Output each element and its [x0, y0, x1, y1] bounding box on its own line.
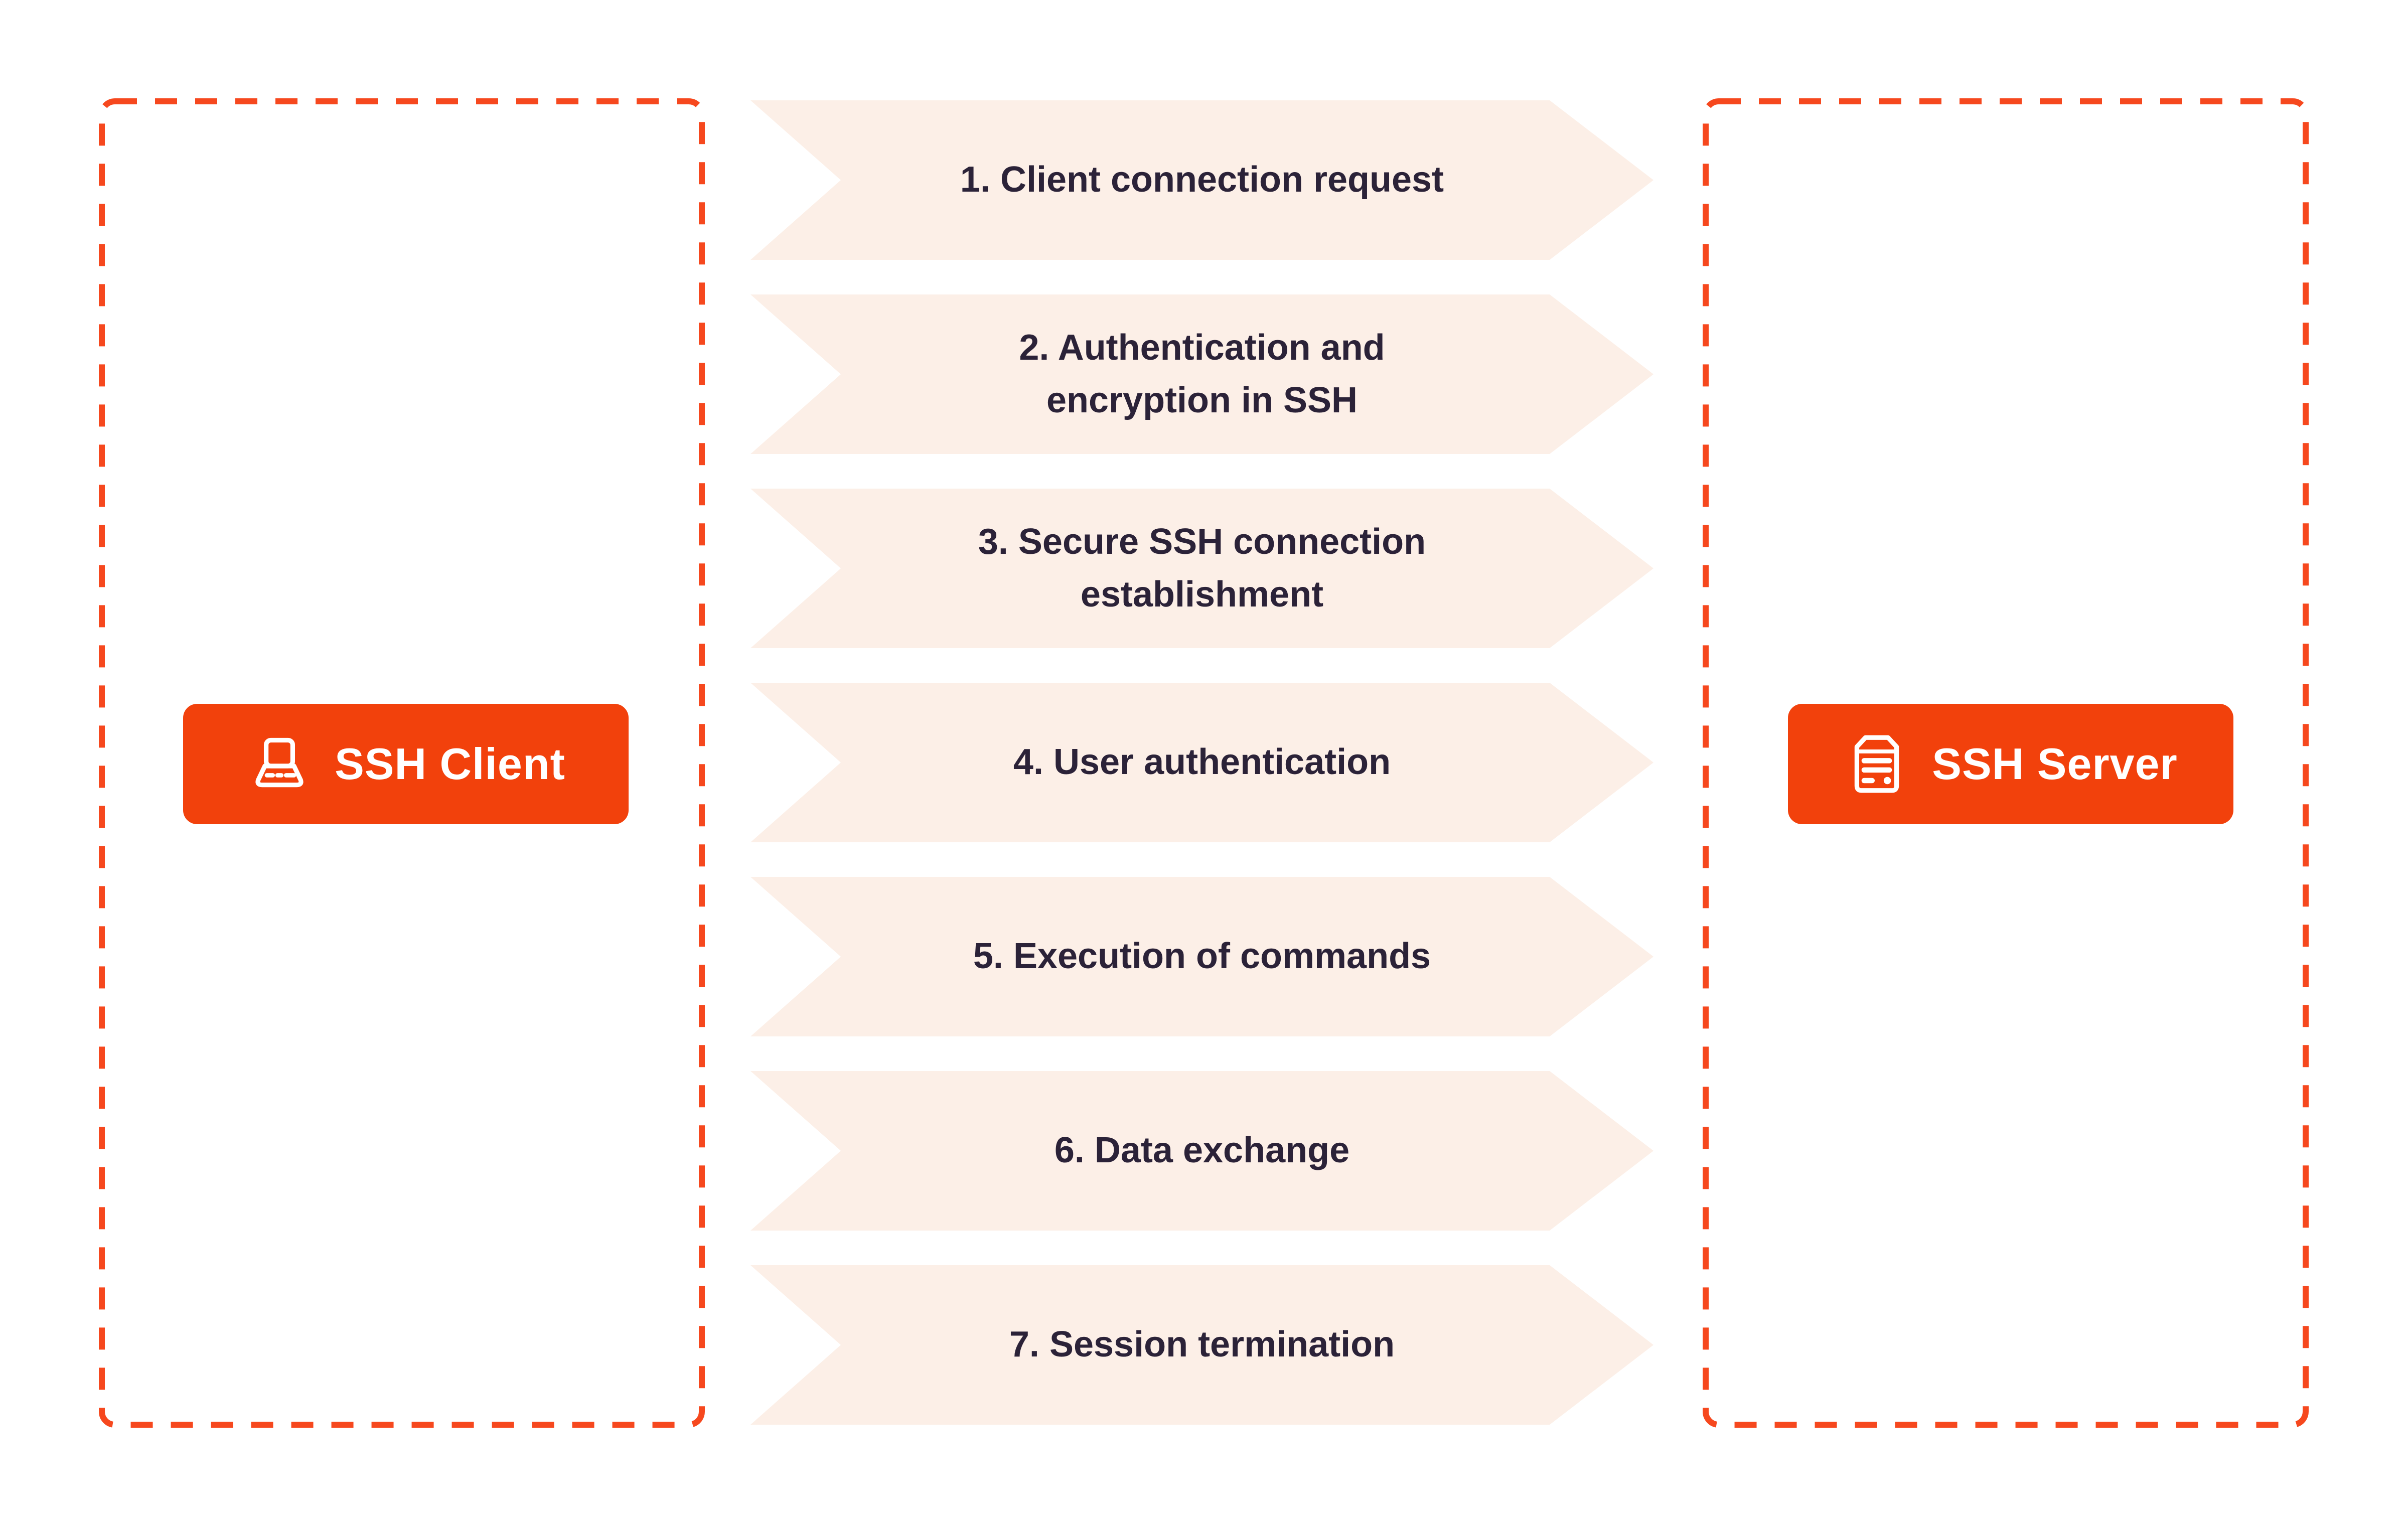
steps-column: 1. Client connection request 2. Authenti… [750, 100, 1653, 1425]
server-icon [1844, 731, 1910, 797]
step-label: 7. Session termination [1009, 1324, 1395, 1365]
step-arrow-1: 1. Client connection request [750, 100, 1653, 260]
ssh-server-panel [1703, 98, 2309, 1428]
ssh-client-button[interactable]: SSH Client [183, 704, 629, 824]
dashed-border [99, 98, 705, 1428]
step-label: 1. Client connection request [960, 160, 1444, 200]
step-arrow-5: 5. Execution of commands [750, 877, 1653, 1036]
step-arrow-3: 3. Secure SSH connection establishment [750, 489, 1653, 648]
step-label: 3. Secure SSH connection establishment [978, 521, 1426, 615]
step-arrow-7: 7. Session termination [750, 1265, 1653, 1425]
step-label: 5. Execution of commands [973, 936, 1431, 977]
dashed-border [1703, 98, 2309, 1428]
ssh-client-label: SSH Client [335, 739, 565, 789]
laptop-icon [246, 731, 313, 797]
step-arrow-4: 4. User authentication [750, 683, 1653, 842]
step-arrow-6: 6. Data exchange [750, 1071, 1653, 1231]
step-label: 4. User authentication [1013, 742, 1391, 783]
ssh-server-label: SSH Server [1932, 739, 2178, 789]
ssh-server-button[interactable]: SSH Server [1788, 704, 2233, 824]
ssh-client-panel [99, 98, 705, 1428]
step-label: 6. Data exchange [1054, 1130, 1350, 1171]
step-arrow-2: 2. Authentication and encryption in SSH [750, 294, 1653, 454]
step-label: 2. Authentication and encryption in SSH [1019, 327, 1385, 420]
